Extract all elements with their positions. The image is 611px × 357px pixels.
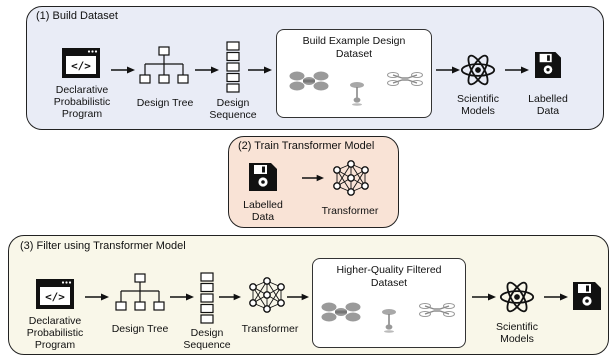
arrow-icon: [436, 66, 460, 74]
p3-sequence-label-line2: Sequence: [183, 339, 231, 351]
neural-network-icon: [248, 277, 286, 313]
floppy-disk-icon: [573, 282, 601, 310]
tree-icon: [139, 46, 189, 86]
p3-program-label-line3: Program: [34, 339, 76, 351]
atom-icon: [499, 279, 535, 315]
arrow-icon: [544, 293, 568, 301]
filtered-title-line1: Higher-Quality Filtered: [336, 264, 442, 276]
panel1-title: (1) Build Dataset: [36, 10, 118, 22]
tree-icon: [115, 273, 165, 313]
program-label-line3: Program: [61, 108, 103, 120]
panel2-title: (2) Train Transformer Model: [238, 140, 375, 152]
atom-icon: [460, 52, 496, 88]
program-label-line1: Declarative: [55, 84, 109, 96]
drone-image-icon: [321, 301, 361, 323]
sequence-label-line1: Design: [216, 97, 250, 109]
filtered-dataset-box: Higher-Quality Filtered Dataset: [312, 258, 466, 348]
example-dataset-box: Build Example Design Dataset: [276, 29, 432, 118]
arrow-icon: [170, 293, 194, 301]
p3-models-label-line2: Models: [500, 333, 534, 345]
code-window-icon: [36, 279, 74, 309]
arrow-icon: [219, 293, 241, 301]
drone-image-icon: [349, 80, 365, 106]
p2-data-label-line2: Data: [251, 211, 275, 223]
arrow-icon: [302, 174, 324, 182]
arrow-icon: [248, 66, 272, 74]
arrow-icon: [287, 293, 309, 301]
panel3-title: (3) Filter using Transformer Model: [20, 240, 186, 252]
models-label-line2: Models: [461, 105, 495, 117]
arrow-icon: [111, 66, 135, 74]
p3-tree-label: Design Tree: [111, 323, 169, 335]
drone-image-icon: [419, 301, 455, 319]
p3-program-label-line2: Probabilistic: [26, 327, 84, 339]
neural-network-icon: [332, 160, 370, 196]
p2-data-label-line1: Labelled: [243, 199, 283, 211]
floppy-disk-icon: [249, 163, 277, 191]
tree-label: Design Tree: [136, 97, 194, 109]
data-label-line1: Labelled: [528, 93, 568, 105]
p3-models-label-line1: Scientific: [495, 321, 539, 333]
models-label-line1: Scientific: [456, 93, 500, 105]
dataset-title-line1: Build Example Design: [302, 35, 406, 47]
program-label-line2: Probabilistic: [53, 96, 111, 108]
sequence-icon: [226, 41, 240, 93]
drone-image-icon: [387, 70, 423, 88]
p3-transformer-label: Transformer: [241, 323, 299, 335]
p3-program-label-line1: Declarative: [28, 315, 82, 327]
arrow-icon: [472, 293, 496, 301]
sequence-label-line2: Sequence: [209, 109, 257, 121]
dataset-title-line2: Dataset: [335, 48, 373, 60]
data-label-line2: Data: [536, 105, 560, 117]
drone-image-icon: [289, 70, 329, 92]
p2-transformer-label: Transformer: [321, 205, 379, 217]
arrow-icon: [195, 66, 219, 74]
p3-sequence-label-line1: Design: [190, 327, 224, 339]
sequence-icon: [200, 272, 214, 324]
arrow-icon: [505, 66, 529, 74]
drone-image-icon: [381, 307, 397, 333]
arrow-icon: [85, 293, 109, 301]
filtered-title-line2: Dataset: [370, 277, 408, 289]
floppy-disk-icon: [535, 52, 561, 78]
code-window-icon: [62, 48, 100, 78]
